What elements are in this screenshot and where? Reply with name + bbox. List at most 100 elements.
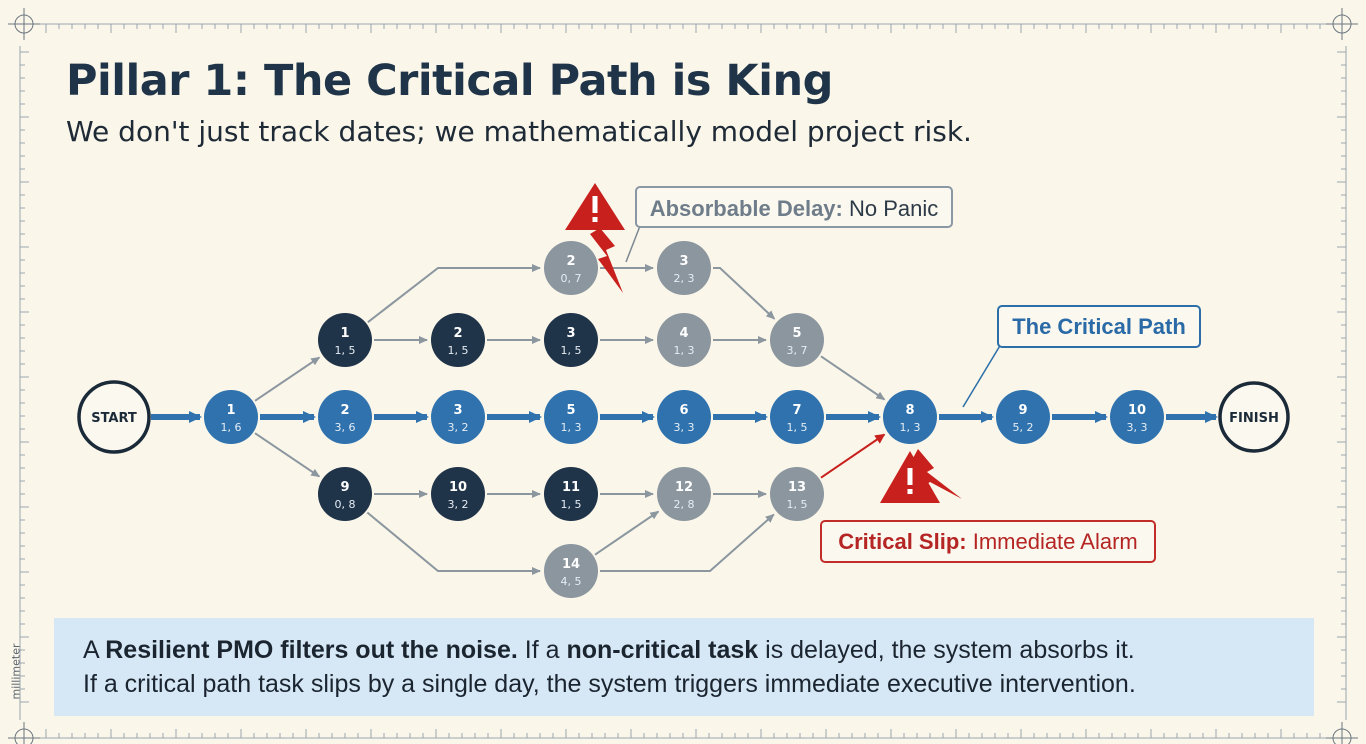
task-node-values: 1, 6 (221, 421, 242, 434)
task-node-number: 5 (792, 326, 801, 341)
task-node-values: 1, 3 (674, 344, 695, 357)
summary-emphasis: Resilient PMO filters out the noise. (105, 636, 518, 664)
task-node-g14: 14 4, 5 (544, 544, 598, 598)
registration-mark-top-left (8, 8, 40, 40)
task-node-values: 5, 2 (1013, 421, 1034, 434)
task-node-c6: 6 3, 3 (657, 390, 711, 444)
registration-mark-bottom-left (8, 722, 40, 744)
registration-mark-top-right (1326, 8, 1358, 40)
task-node-d2: 2 1, 5 (431, 313, 485, 367)
task-node-number: 1 (340, 326, 349, 341)
task-node-number: 2 (453, 326, 462, 341)
summary-emphasis: non-critical task (566, 636, 759, 664)
task-node-number: 2 (566, 254, 575, 269)
task-node-values: 1, 5 (448, 344, 469, 357)
summary-text: If a (517, 636, 567, 664)
start-label: START (91, 411, 137, 426)
task-node-c5: 5 1, 3 (544, 390, 598, 444)
task-node-values: 3, 2 (448, 421, 469, 434)
task-node-d11: 11 1, 5 (544, 467, 598, 521)
task-node-c9: 9 5, 2 (996, 390, 1050, 444)
edge-c1-d9 (254, 432, 321, 478)
summary-text: A (83, 636, 106, 664)
task-node-number: 13 (788, 480, 806, 495)
finish-label: FINISH (1229, 411, 1279, 426)
task-node-number: 6 (679, 403, 688, 418)
edge-g13-c8 (820, 433, 886, 479)
edge-c1-d1 (254, 356, 321, 402)
task-node-values: 1, 5 (561, 498, 582, 511)
task-node-g13: 13 1, 5 (770, 467, 824, 521)
task-node-g4: 4 1, 3 (657, 313, 711, 367)
edge-d1-g2 (367, 264, 541, 323)
task-node-g5: 5 3, 7 (770, 313, 824, 367)
task-node-number: 12 (675, 480, 693, 495)
task-node-number: 5 (566, 403, 575, 418)
alarm-warning-icon-bottom (880, 449, 962, 503)
edge-g5-c8 (820, 355, 886, 401)
task-node-g12: 12 2, 8 (657, 467, 711, 521)
task-node-values: 2, 8 (674, 498, 695, 511)
task-node-g3: 32, 3 (657, 241, 711, 295)
finish-node: FINISH (1218, 381, 1290, 453)
task-node-values: 3, 7 (787, 344, 808, 357)
callout-critical-slip: Critical Slip: Immediate Alarm (820, 520, 1156, 563)
task-node-number: 3 (453, 403, 462, 418)
page-subtitle: We don't just track dates; we mathematic… (66, 115, 972, 148)
task-node-c3: 3 3, 2 (431, 390, 485, 444)
summary-text: is delayed, the system absorbs it. (758, 636, 1135, 664)
task-node-number: 11 (562, 480, 580, 495)
task-node-values: 3, 3 (674, 421, 695, 434)
callout-absorbable-rest: No Panic (849, 196, 939, 221)
task-node-number: 4 (679, 326, 688, 341)
task-node-g2: 20, 7 (544, 241, 598, 295)
task-node-number: 9 (1018, 403, 1027, 418)
task-node-number: 8 (905, 403, 914, 418)
task-node-number: 14 (562, 557, 580, 572)
edge-d9-g14 (366, 511, 541, 575)
task-node-values: 3, 3 (1127, 421, 1148, 434)
summary-line-1: A Resilient PMO filters out the noise. I… (83, 636, 1135, 665)
task-node-values: 1, 5 (561, 344, 582, 357)
task-node-number: 1 (226, 403, 235, 418)
task-node-values: 3, 2 (448, 498, 469, 511)
task-node-values: 1, 5 (335, 344, 356, 357)
edge-g14-g12 (594, 510, 660, 556)
summary-panel: A Resilient PMO filters out the noise. I… (54, 618, 1314, 716)
start-node: START (77, 380, 151, 454)
task-node-c1: 1 1, 6 (204, 390, 258, 444)
callout-absorbable-delay: Absorbable Delay: No Panic (635, 186, 953, 228)
task-node-values: 1, 5 (787, 498, 808, 511)
summary-line-2: If a critical path task slips by a singl… (83, 670, 1136, 698)
task-node-number: 10 (1128, 403, 1146, 418)
task-node-number: 10 (449, 480, 467, 495)
registration-mark-bottom-right (1326, 722, 1358, 744)
task-node-d1: 1 1, 5 (318, 313, 372, 367)
task-node-number: 2 (340, 403, 349, 418)
task-node-c8: 8 1, 3 (883, 390, 937, 444)
task-node-values: 1, 3 (900, 421, 921, 434)
task-node-values: 2, 3 (674, 272, 695, 285)
task-node-c2: 2 3, 6 (318, 390, 372, 444)
ruler-label: millimeter (9, 643, 23, 700)
task-node-number: 3 (566, 326, 575, 341)
task-node-number: 9 (340, 480, 349, 495)
callout-critical-path: The Critical Path (997, 305, 1201, 348)
task-node-values: 1, 3 (561, 421, 582, 434)
task-node-values: 1, 5 (787, 421, 808, 434)
callout-absorbable-bold: Absorbable Delay: (649, 196, 843, 221)
alarm-warning-icon-top (565, 183, 625, 293)
task-node-d9: 9 0, 8 (318, 467, 372, 521)
task-node-values: 3, 6 (335, 421, 356, 434)
edge-g3-g5 (713, 267, 776, 320)
edge-g14-g13 (600, 513, 775, 572)
page-title: Pillar 1: The Critical Path is King (66, 56, 833, 106)
task-node-values: 0, 8 (335, 498, 356, 511)
task-node-values: 4, 5 (561, 575, 582, 588)
callout-slip-rest: Immediate Alarm (972, 529, 1138, 554)
task-node-c7: 71, 5 (770, 390, 824, 444)
task-node-d10: 10 3, 2 (431, 467, 485, 521)
task-node-c10: 10 3, 3 (1110, 390, 1164, 444)
